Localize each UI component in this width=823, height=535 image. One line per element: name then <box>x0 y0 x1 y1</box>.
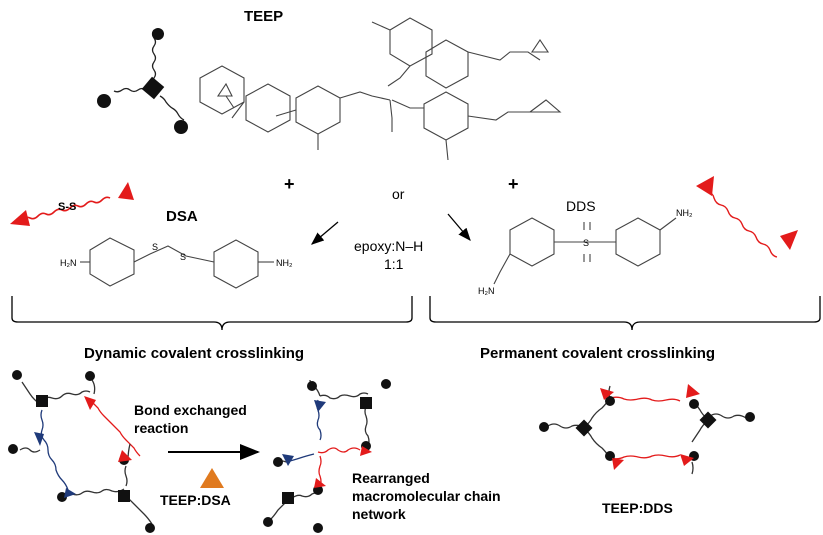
dsa-s2: S <box>180 252 186 262</box>
dsa-structure <box>80 237 274 289</box>
bond-exchange-line1: Bond exchanged <box>134 402 247 418</box>
dsa-red-cartoon: S-S <box>10 182 134 226</box>
plus-left: + <box>284 174 295 194</box>
dsa-ss-tag: S-S <box>58 201 76 213</box>
bond-exchange-line2: reaction <box>134 420 189 436</box>
teep-dds-label: TEEP:DDS <box>602 500 673 516</box>
dynamic-network-rearranged-nodes <box>263 379 391 533</box>
dsa-label: DSA <box>166 208 198 225</box>
dds-h2n: H₂N <box>478 286 495 296</box>
left-brace <box>11 296 413 331</box>
dsa-nh2: NH₂ <box>276 258 293 268</box>
dynamic-network-initial <box>19 379 153 525</box>
teep-label: TEEP <box>244 8 284 25</box>
rearranged-line1: Rearranged <box>352 470 430 486</box>
dynamic-network-initial-nodes <box>8 370 155 533</box>
arrow-to-dds <box>447 213 471 241</box>
teep-dsa-label: TEEP:DSA <box>160 492 231 508</box>
dynamic-crosslinking-label: Dynamic covalent crosslinking <box>84 345 305 362</box>
dynamic-network-rearranged <box>269 379 370 521</box>
dsa-s1: S <box>152 242 158 252</box>
permanent-crosslinking-label: Permanent covalent crosslinking <box>480 345 716 362</box>
permanent-network-nodes <box>539 384 755 470</box>
right-brace <box>429 296 821 331</box>
dds-structure <box>493 217 677 285</box>
dds-nh2: NH₂ <box>676 208 693 218</box>
ratio-line2: 1:1 <box>384 256 404 272</box>
teep-structure <box>199 17 562 161</box>
heat-triangle <box>200 468 224 488</box>
rearranged-line3: network <box>352 506 406 522</box>
teep-star-cartoon <box>97 28 188 134</box>
ratio-line1: epoxy:N–H <box>354 238 424 254</box>
dsa-h2n: H₂N <box>60 258 77 268</box>
dds-label: DDS <box>566 198 596 214</box>
rearranged-line2: macromolecular chain <box>352 488 501 504</box>
dds-red-cartoon <box>696 176 798 258</box>
or-label: or <box>392 186 405 202</box>
arrow-to-dsa <box>311 221 339 245</box>
plus-right: + <box>508 174 519 194</box>
dds-s: S <box>583 238 589 248</box>
